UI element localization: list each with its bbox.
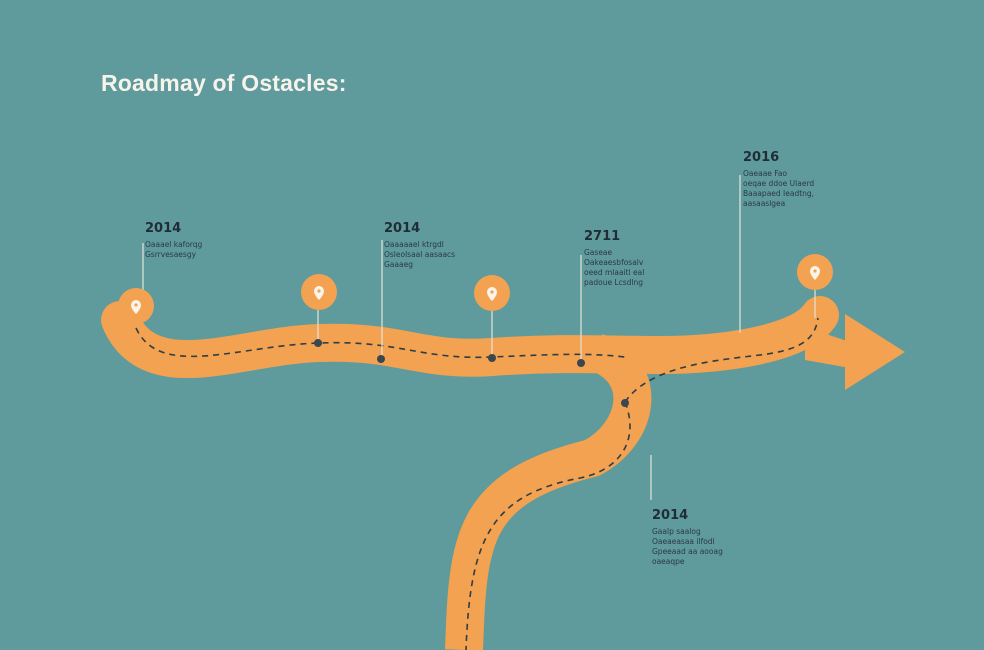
milestone-text: Baaapaed Ieadtng,: [743, 189, 815, 198]
milestone-text: Osleolsaal aasaacs: [384, 250, 456, 259]
page-title: Roadmay of Ostacles:: [101, 70, 347, 96]
milestone-label: 2014 Gaalp saalog Oaeaeasaa ilfodl Gpeea…: [652, 508, 723, 567]
milestone-year: 2711: [584, 229, 621, 244]
milestone-text: oeqae ddoe Ulaerd: [743, 179, 815, 188]
milestone-year: 2014: [145, 221, 182, 236]
road-main: [101, 296, 839, 379]
milestone-text: Oaaaaael ktrgdl: [384, 240, 444, 249]
milestone-text: oaeaqpe: [652, 557, 685, 566]
milestone-text: Oaaael kaforqg: [145, 240, 203, 249]
milestone-dot: [377, 355, 385, 363]
milestone-text: Gpeeaad aa aooag: [652, 547, 723, 556]
location-pin-icon: [118, 288, 154, 324]
milestone-year: 2016: [743, 150, 780, 165]
milestone-label: 2014 Oaaael kaforqg Gsrrvesaesgy: [145, 221, 202, 260]
milestone-text: Oaeaae Fao: [743, 169, 788, 178]
milestone-text: aasaaslgea: [743, 199, 786, 208]
milestone-label: 2014 Oaaaaael ktrgdl Osleolsaal aasaacs …: [384, 221, 455, 270]
milestone-text: padoue Lcsdlng: [584, 278, 644, 287]
milestone-year: 2014: [384, 221, 421, 236]
milestone-dot: [488, 354, 496, 362]
milestone-text: Oakeaesbfosalv: [584, 258, 644, 267]
milestone-text: Gaaaeg: [384, 260, 413, 269]
milestone-label: 2016 Oaeaae Fao oeqae ddoe Ulaerd Baaapa…: [743, 150, 814, 209]
milestone-text: oeed mlaaitl eal: [584, 268, 645, 277]
road-arrow-tail: [805, 327, 850, 368]
milestone-text: Oaeaeasaa ilfodl: [652, 537, 715, 546]
milestone-dot: [314, 339, 322, 347]
milestone-dot: [577, 359, 585, 367]
location-pin-icon: [301, 274, 337, 310]
milestone-label: 2711 Gaseae Oakeaesbfosalv oeed mlaaitl …: [584, 229, 644, 288]
milestone-text: Gaseae: [584, 248, 613, 257]
milestone-text: Gsrrvesaesgy: [145, 250, 197, 259]
road-branch: [445, 334, 652, 650]
road-center-line-upper: [624, 317, 819, 403]
milestone-dot: [621, 399, 629, 407]
location-pin-icon: [474, 275, 510, 311]
milestone-text: Gaalp saalog: [652, 527, 701, 536]
road-arrow-head: [845, 314, 905, 390]
road-center-line: [135, 327, 626, 359]
milestone-year: 2014: [652, 508, 689, 523]
location-pin-icon: [797, 254, 833, 290]
